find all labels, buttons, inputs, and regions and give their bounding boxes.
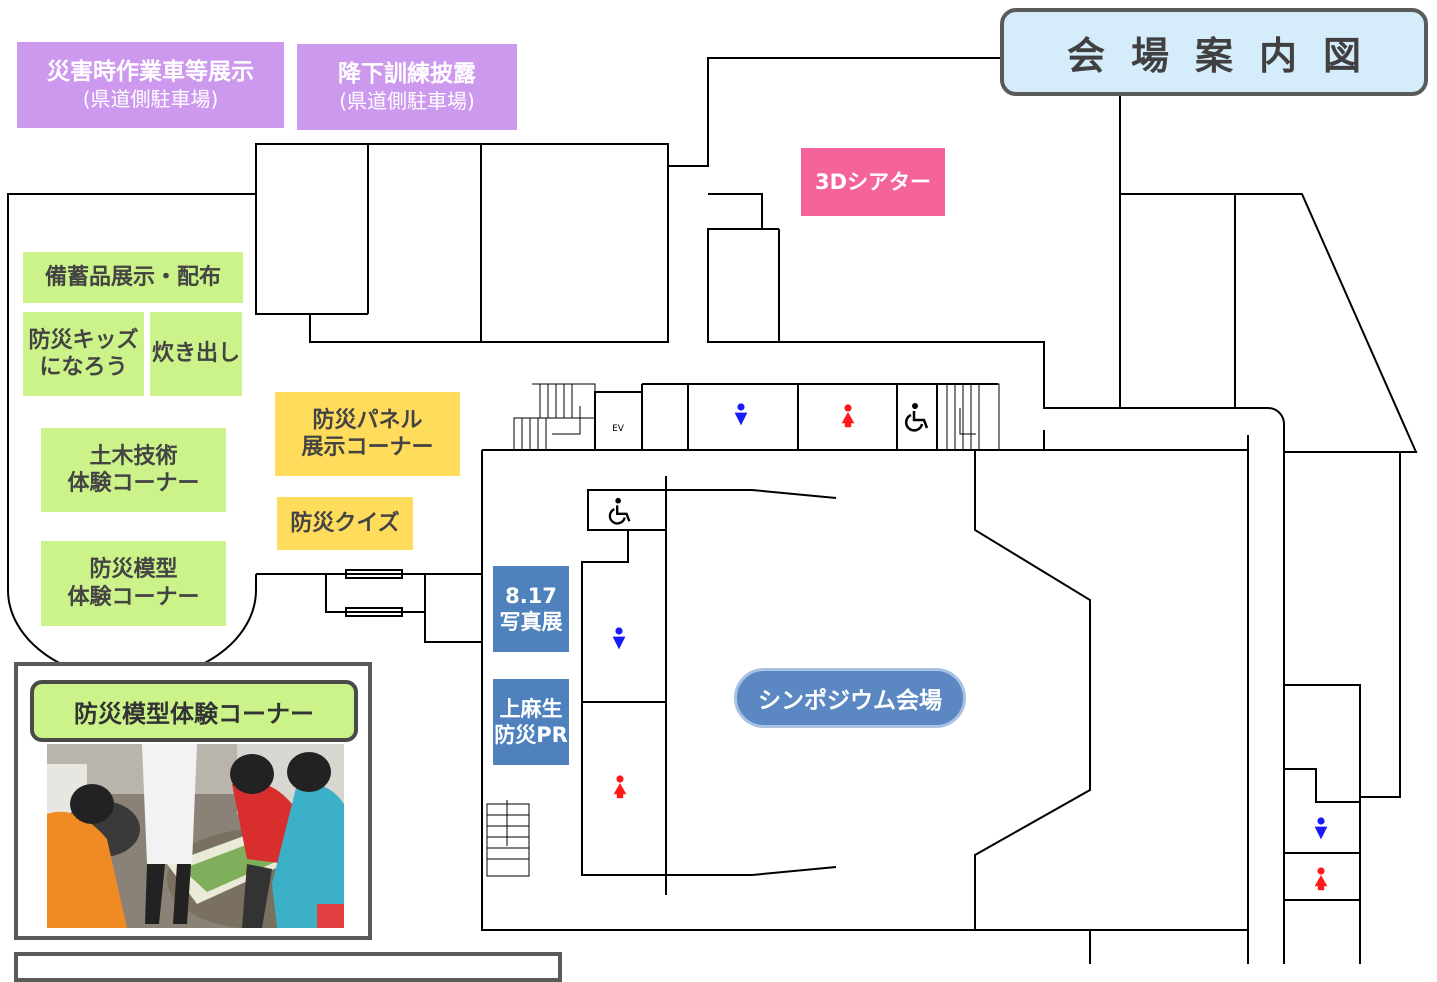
symposium-hall-label: シンポジウム会場 [734, 668, 966, 728]
male-restroom-icon [734, 403, 748, 426]
rappelling-demo-title: 降下訓練披露 [338, 61, 476, 88]
photo-panel: 防災模型体験コーナー [14, 662, 372, 940]
photo-exhibit-line1: 8.17 [505, 583, 557, 608]
pr-booth-label: 上麻生 防災PR [493, 679, 569, 765]
page-title: 会場案内図 [1000, 8, 1428, 96]
pr-booth-line2: 防災PR [494, 723, 568, 747]
male-restroom-icon [1314, 817, 1328, 840]
model-corner-photo [47, 744, 344, 928]
female-restroom-icon [1314, 867, 1328, 891]
rappelling-demo-label: 降下訓練披露 (県道側駐車場) [297, 44, 517, 130]
outdoor-vehicle-exhibit-label: 災害時作業車等展示 (県道側駐車場) [17, 42, 284, 128]
panel-exhibit-line2: 展示コーナー [301, 435, 434, 460]
bottom-panel [14, 952, 562, 982]
female-restroom-icon [841, 404, 855, 428]
quiz-label: 防災クイズ [277, 497, 413, 550]
civil-tech-line2: 体験コーナー [67, 471, 200, 496]
kids-corner-line1: 防災キッズ [28, 327, 139, 353]
stairs-icon [486, 383, 1000, 877]
civil-tech-line1: 土木技術 [89, 443, 178, 469]
wheelchair-icon [904, 402, 929, 432]
photo-panel-title: 防災模型体験コーナー [30, 680, 358, 742]
model-corner-line1: 防災模型 [89, 557, 178, 582]
outdoor-vehicle-exhibit-title: 災害時作業車等展示 [47, 59, 254, 86]
model-corner-label: 防災模型 体験コーナー [41, 541, 226, 626]
kids-corner-line2: になろう [39, 355, 128, 380]
outdoor-vehicle-exhibit-location: (県道側駐車場) [82, 86, 219, 111]
model-corner-line2: 体験コーナー [67, 584, 200, 610]
kids-corner-label: 防災キッズ になろう [23, 312, 144, 396]
male-restroom-icon [612, 627, 626, 650]
theater-3d-label: 3Dシアター [801, 148, 945, 216]
stockpile-exhibit-label: 備蓄品展示・配布 [23, 252, 243, 303]
civil-tech-corner-label: 土木技術 体験コーナー [41, 428, 226, 512]
photo-exhibit-line2: 写真展 [499, 610, 563, 634]
pr-booth-line1: 上麻生 [499, 696, 563, 721]
photo-exhibit-label: 8.17 写真展 [493, 566, 569, 652]
rappelling-demo-location: (県道側駐車場) [339, 88, 475, 113]
panel-exhibit-line1: 防災パネル [312, 407, 423, 433]
cooking-label: 炊き出し [150, 312, 242, 396]
female-restroom-icon [613, 775, 627, 799]
panel-exhibit-label: 防災パネル 展示コーナー [275, 392, 460, 476]
elevator-label: EV [612, 424, 625, 434]
